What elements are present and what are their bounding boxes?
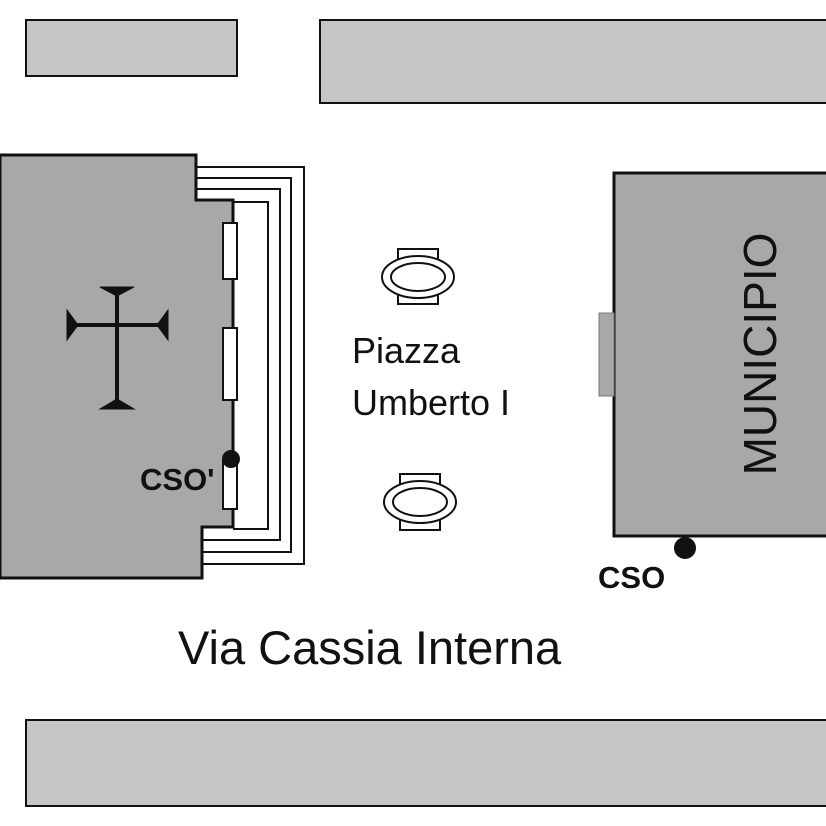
- fountain-icon: [383, 473, 457, 531]
- municipio-entrance: [598, 312, 615, 397]
- cross-icon: [66, 286, 169, 410]
- block-top-left: [25, 19, 238, 77]
- door: [222, 327, 238, 401]
- municipio: [598, 171, 826, 538]
- door: [222, 222, 238, 280]
- square-name-line1: Piazza: [352, 330, 461, 371]
- street-name: Via Cassia Interna: [178, 621, 562, 674]
- municipio-label: MUNICIPIO: [734, 232, 786, 476]
- point-label-church: CSO': [140, 462, 215, 497]
- point-marker-icon: [674, 537, 696, 559]
- square-name-line2: Umberto I: [352, 382, 511, 423]
- fountain-icon: [381, 248, 455, 305]
- door: [222, 460, 238, 510]
- point-marker-icon: [222, 450, 240, 468]
- church-steps: [196, 166, 305, 565]
- point-label-municipio: CSO: [598, 560, 666, 595]
- city-blocks: [25, 19, 826, 807]
- block-top-right: [319, 19, 826, 104]
- block-bottom: [25, 719, 826, 807]
- municipio-building: [612, 171, 826, 538]
- church: [0, 153, 305, 580]
- church-doors: [222, 222, 238, 510]
